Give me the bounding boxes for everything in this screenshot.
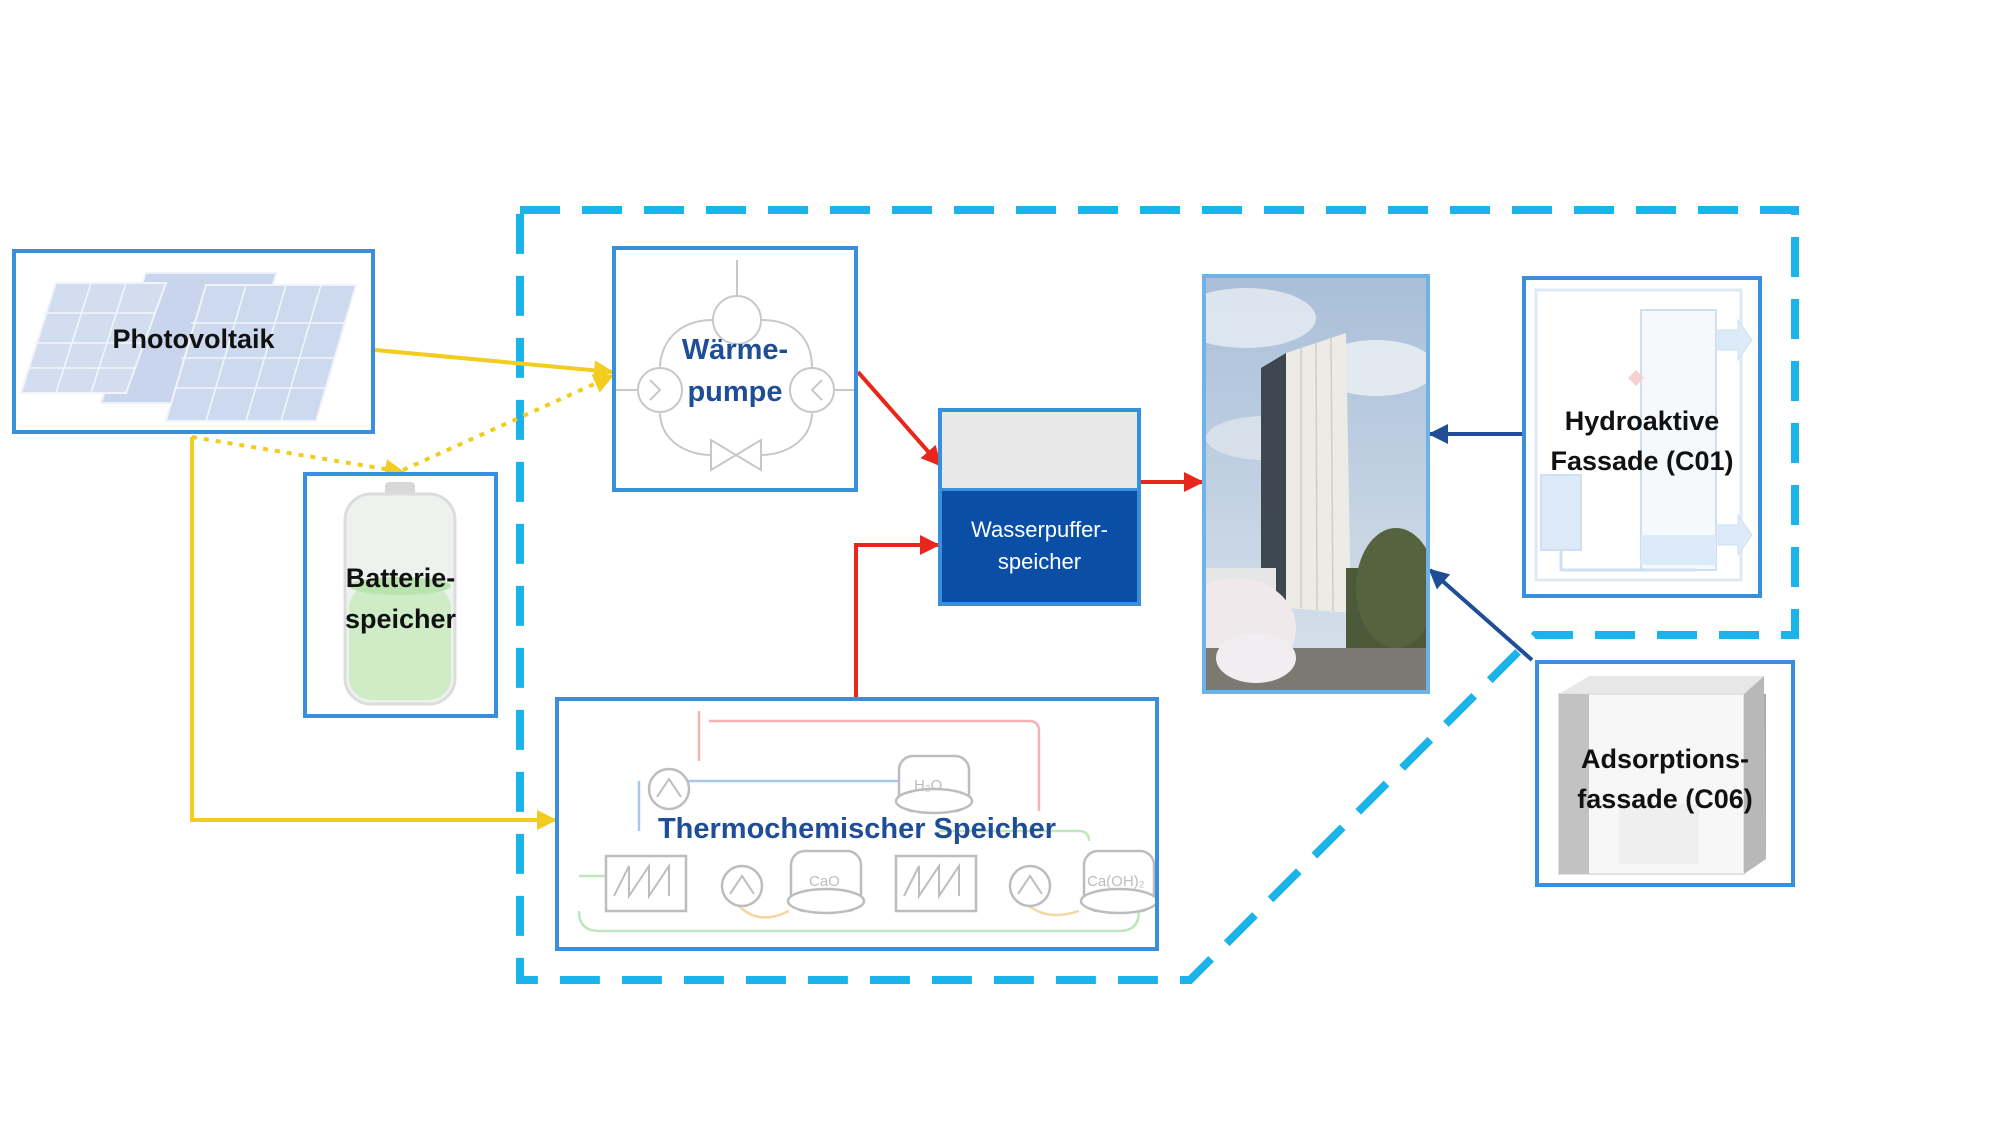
adsorption-label-line2: fassade (C06) [1577,784,1753,814]
battery-icon [343,482,457,706]
flow-thermochemical-buffer [854,535,940,697]
adsorption-facade-icon [1558,676,1766,875]
flow-adsorption-building [1428,568,1534,662]
photovoltaik-node: Photovoltaik [12,249,375,434]
buffer-label-line2: speicher [997,549,1082,574]
system-boundary [516,206,1799,984]
photovoltaik-label: Photovoltaik [112,324,275,354]
battery-label-line2: speicher [344,604,457,634]
building-photo [1206,278,1426,690]
heatpump-label-line1: Wärme- [681,334,789,366]
cao-label: CaO [809,873,840,890]
buffer-tank-node: Wasserpuffer- speicher [938,408,1141,606]
thermochemical-label: Thermochemischer Speicher [657,813,1057,845]
battery-node: Batterie- speicher [303,472,498,718]
solar-panel-icon [19,272,358,422]
buffer-label-line1: Wasserpuffer- [971,517,1108,542]
hydroactive-label-line2: Fassade (C01) [1550,446,1734,476]
hydroactive-facade-icon [1534,288,1753,582]
heatpump-node: Wärme- pumpe [612,246,858,492]
h2o-label: H₂O [914,777,943,794]
adsorption-facade-node: Adsorptions- fassade (C06) [1535,660,1795,887]
building-photo-node [1202,274,1430,694]
flow-heatpump-buffer [856,370,942,467]
heatpump-label-line2: pumpe [687,376,783,408]
flow-pv-thermochemical [190,437,557,830]
battery-label-line1: Batterie- [345,563,456,593]
heat-pump-cycle-icon [616,260,854,472]
flow-pv-battery [191,435,405,479]
thermochemical-node: H₂O CaO Ca(OH)₂ Thermochemischer Speiche… [555,697,1159,951]
adsorption-label-line1: Adsorptions- [1581,744,1749,774]
water-tank-icon [942,412,1137,491]
thermochemical-process-icon [577,711,1155,933]
hydroactive-facade-node: Hydroaktive Fassade (C01) [1522,276,1762,598]
flow-pv-heatpump [374,348,614,381]
hydroactive-label-line1: Hydroaktive [1564,406,1720,436]
caoh2-label: Ca(OH)₂ [1087,873,1145,890]
flow-battery-heatpump [402,374,614,472]
